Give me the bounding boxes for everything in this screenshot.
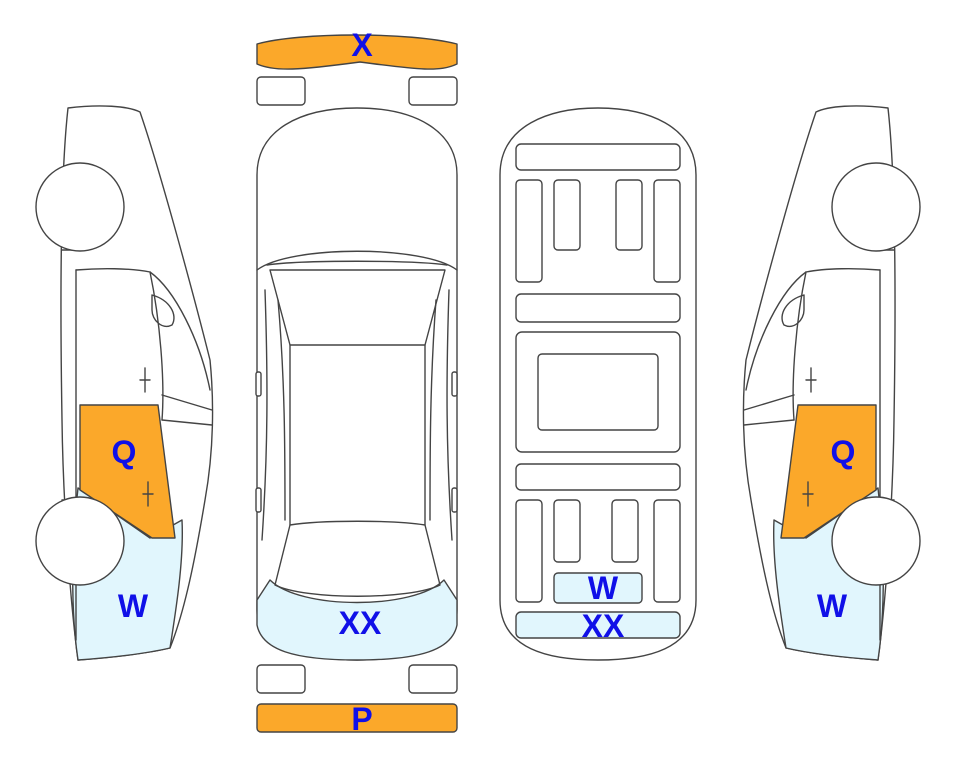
front-bumper-label: X [351,27,373,63]
left-door-label: Q [112,434,137,470]
right-front-wheel [831,162,921,252]
underside-rear-panel [553,572,643,604]
top-rear-label: XX [339,605,382,641]
rear-bumper-label: P [351,701,372,737]
underside-rear-bumper [515,611,681,639]
right-door-label: Q [831,434,856,470]
left-quarter-label: W [118,588,149,624]
right-quarter-label: W [817,588,848,624]
right-rear-wheel [831,496,921,586]
top-rear-panel [256,579,458,661]
right-body-outline [742,105,896,661]
rear-bumper [256,703,458,733]
top-view: X XX P [255,27,458,737]
left-front-wheel [35,162,125,252]
right-side-view [742,105,921,661]
front-bumper [256,34,458,70]
left-body-outline [60,105,214,661]
top-body-outline [256,107,458,661]
underside-outline [499,107,697,661]
underside-view: W XX [499,107,697,661]
underside-rear-bumper-label: XX [582,608,625,644]
left-rear-wheel [35,496,125,586]
underside-rear-panel-label: W [588,570,619,606]
left-side-view: Q W [35,105,214,661]
